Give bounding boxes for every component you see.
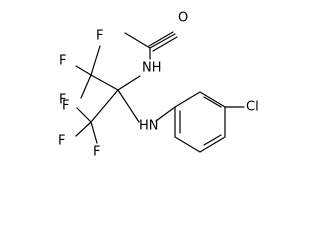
cf-bond [90, 45, 101, 76]
lower-trifluoromethyl-group [75, 107, 98, 144]
fluorine-label: F [59, 93, 66, 108]
carbonyl-methyl-bond [124, 32, 151, 49]
oxygen-label: O [178, 11, 188, 26]
ring-bond [174, 91, 201, 108]
chlorine-label: Cl [246, 100, 259, 115]
carbonyl-double-bond-2 [152, 36, 178, 52]
cf-bond [90, 121, 98, 144]
cf-bond [75, 65, 92, 76]
ring-bond [174, 136, 201, 153]
fluorine-label: F [96, 29, 103, 44]
cf-bond [75, 121, 92, 137]
central-hn-bond [117, 89, 140, 123]
hn-ring-bond [155, 106, 176, 122]
chlorophenyl-ring [174, 91, 226, 153]
central-lower-cf3-bond [90, 89, 119, 123]
amine-nitrogen-label: HN [139, 119, 159, 134]
central-upper-cf3-bond [90, 74, 119, 91]
ring-inner-double-bond [203, 96, 222, 108]
fluorine-label: F [58, 134, 65, 149]
cf-bond [80, 74, 92, 99]
chemical-structure-diagram: O NH HN Cl F F F F F F [58, 11, 259, 160]
amide-nitrogen-label: NH [142, 61, 162, 76]
nh-central-carbon-bond [117, 75, 141, 91]
methyl-carbonyl-bond [149, 33, 176, 49]
ring-bond [199, 136, 226, 153]
carbonyl-double-bond-1 [148, 31, 174, 47]
cf-bond [76, 107, 92, 123]
central-carbon-bonds [90, 74, 141, 123]
fluorine-label: F [59, 54, 66, 69]
ring-inner-double-bond [203, 134, 222, 146]
upper-trifluoromethyl-group [75, 45, 101, 99]
ring-bond [199, 91, 226, 108]
acetyl-group [124, 31, 178, 60]
fluorine-label: F [62, 99, 69, 114]
fluorine-label: F [93, 145, 100, 160]
